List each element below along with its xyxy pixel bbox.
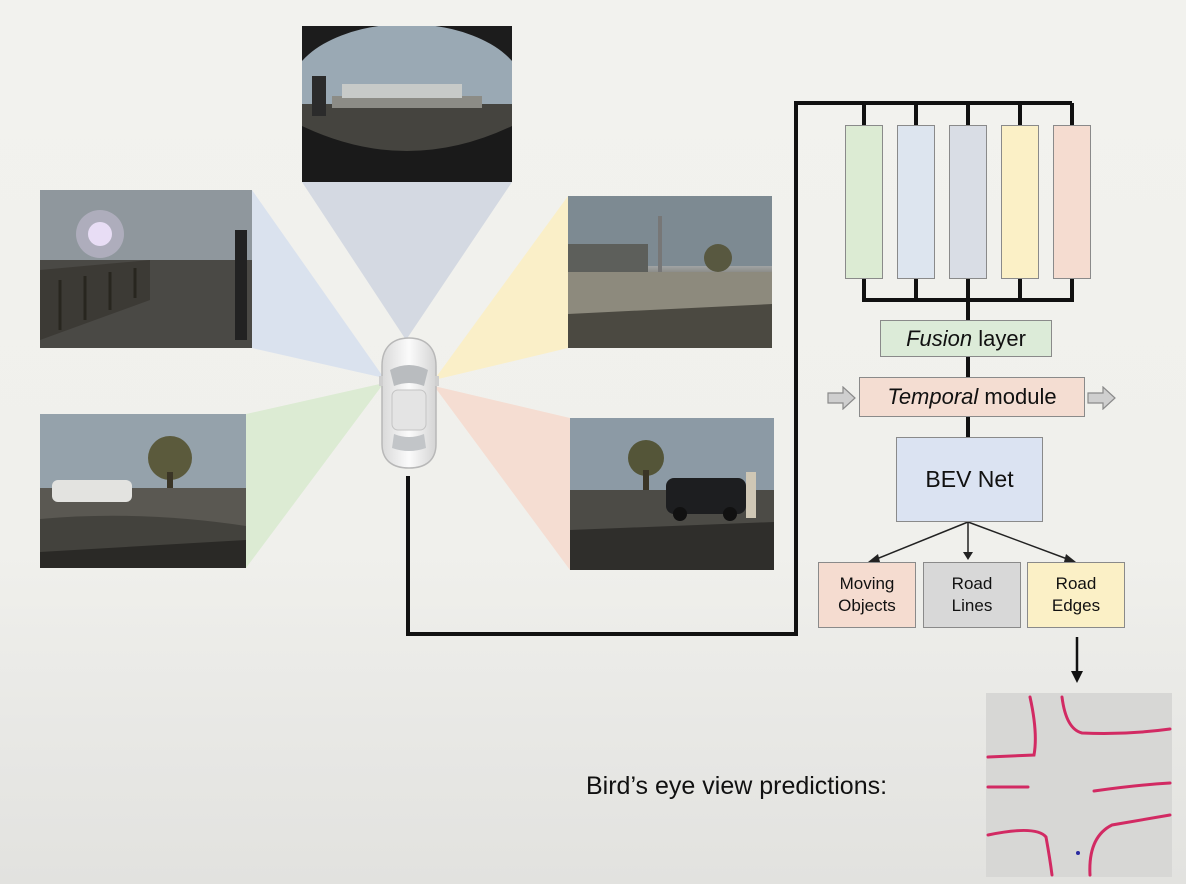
temporal-output-arrow-icon [1087, 386, 1116, 410]
bev-net-box: BEV Net [896, 437, 1043, 522]
column-yellow [1001, 125, 1039, 279]
car-top-view-icon [379, 337, 439, 469]
temporal-italic-text: Temporal [887, 384, 979, 409]
fusion-italic-text: Fusion [906, 325, 973, 351]
road-edges-box: Road Edges [1027, 562, 1125, 628]
bev-prediction-map [986, 693, 1172, 877]
road-lines-box: Road Lines [923, 562, 1021, 628]
road-edge-bottom-left [986, 829, 1054, 877]
front-camera-image [302, 26, 512, 182]
road-edge-mid-right [1092, 781, 1172, 793]
fusion-layer-box: Fusion layer [880, 320, 1052, 357]
fan-right-front [434, 196, 568, 380]
column-blue [897, 125, 935, 279]
right-front-camera-image [568, 196, 772, 348]
road-edge-bottom-right [1088, 813, 1172, 877]
fan-front [302, 182, 512, 340]
fan-left-front [252, 190, 384, 378]
column-green [845, 125, 883, 279]
road-edge-top-right [1060, 695, 1172, 735]
fusion-rest-text: layer [972, 325, 1026, 351]
left-rear-camera-image [40, 414, 246, 568]
fan-left-rear [246, 383, 384, 568]
left-front-camera-image [40, 190, 252, 348]
moving-objects-box: Moving Objects [818, 562, 916, 628]
fan-right-rear [434, 386, 570, 570]
temporal-rest-text: module [978, 384, 1057, 409]
road-edge-top-left [986, 695, 1037, 759]
car-to-network-wire [406, 101, 1072, 636]
bev-predictions-caption: Bird’s eye view predictions: [586, 772, 888, 800]
temporal-input-arrow-icon [827, 386, 856, 410]
column-slate [949, 125, 987, 279]
column-peach [1053, 125, 1091, 279]
temporal-module-box: Temporal module [859, 377, 1085, 417]
right-rear-camera-image [570, 418, 774, 570]
